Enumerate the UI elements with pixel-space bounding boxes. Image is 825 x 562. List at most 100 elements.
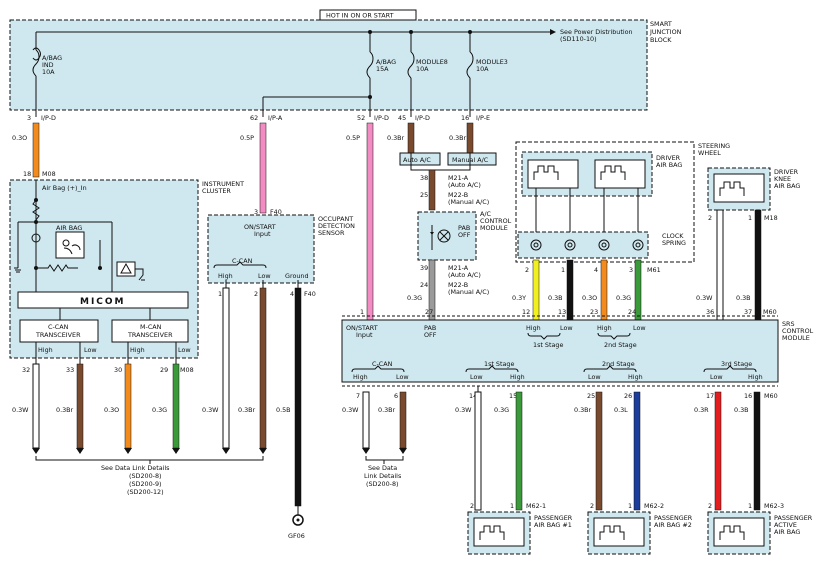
svg-text:Input: Input bbox=[356, 331, 373, 339]
svg-text:A/BAG: A/BAG bbox=[376, 58, 396, 66]
svg-text:Low: Low bbox=[84, 346, 97, 354]
svg-text:DRIVER: DRIVER bbox=[774, 168, 799, 176]
svg-text:MODULE: MODULE bbox=[782, 334, 810, 342]
wire-label: 0.3O bbox=[12, 134, 27, 142]
svg-text:16: 16 bbox=[744, 392, 752, 400]
svg-text:STEERING: STEERING bbox=[698, 142, 730, 150]
svg-text:27: 27 bbox=[425, 308, 433, 316]
svg-text:C-CAN: C-CAN bbox=[48, 323, 69, 331]
svg-text:0.3W: 0.3W bbox=[455, 406, 472, 414]
svg-text:0.3Br: 0.3Br bbox=[574, 406, 592, 414]
svg-text:CONTROL: CONTROL bbox=[480, 217, 512, 225]
wire-orange-cs bbox=[600, 259, 608, 321]
svg-text:C-CAN: C-CAN bbox=[232, 257, 253, 265]
svg-text:39: 39 bbox=[420, 264, 428, 272]
svg-text:(Auto A/C): (Auto A/C) bbox=[448, 271, 481, 279]
svg-text:13: 13 bbox=[558, 308, 566, 316]
svg-text:1st Stage: 1st Stage bbox=[484, 360, 514, 368]
svg-text:Air Bag (+)_In: Air Bag (+)_In bbox=[42, 184, 87, 192]
wire-white-ic bbox=[32, 363, 40, 449]
svg-text:MODULE8: MODULE8 bbox=[416, 58, 448, 66]
wire-blue-stage2 bbox=[633, 391, 641, 511]
svg-text:62: 62 bbox=[250, 114, 258, 122]
wire-yellow bbox=[532, 259, 540, 321]
svg-text:PAB: PAB bbox=[458, 224, 470, 232]
svg-text:(SD200-12): (SD200-12) bbox=[127, 488, 164, 496]
svg-text:CLUSTER: CLUSTER bbox=[202, 187, 231, 195]
ground-symbol-icon bbox=[292, 506, 304, 526]
wire-orange-ic-bottom bbox=[124, 363, 132, 449]
ic-internal-circuit bbox=[14, 180, 113, 292]
wire-red-stage3 bbox=[714, 391, 722, 511]
svg-text:0.3G: 0.3G bbox=[152, 406, 167, 414]
svg-text:0.3Br: 0.3Br bbox=[56, 406, 74, 414]
wire-pink-ods bbox=[259, 122, 267, 214]
svg-text:Low: Low bbox=[560, 324, 573, 332]
squib-icon bbox=[479, 525, 505, 540]
svg-text:SPRING: SPRING bbox=[662, 239, 686, 247]
wire-black-knee bbox=[754, 209, 762, 321]
airbag-lamp-label: AIR BAG bbox=[56, 224, 82, 232]
svg-text:32: 32 bbox=[22, 366, 30, 374]
triangle-icon bbox=[120, 262, 132, 274]
svg-text:M62-1: M62-1 bbox=[526, 502, 546, 510]
svg-text:High: High bbox=[38, 346, 53, 354]
wire-brown-ac-in bbox=[428, 169, 436, 211]
svg-text:0.3B: 0.3B bbox=[734, 406, 749, 414]
svg-text:Low: Low bbox=[710, 373, 723, 381]
bus-arrow bbox=[550, 29, 556, 35]
svg-text:3: 3 bbox=[27, 114, 31, 122]
svg-text:MODULE3: MODULE3 bbox=[476, 58, 508, 66]
svg-text:PASSENGER: PASSENGER bbox=[774, 514, 813, 522]
svg-text:2nd Stage: 2nd Stage bbox=[604, 341, 637, 349]
svg-text:AIR BAG: AIR BAG bbox=[774, 528, 800, 536]
fuse-abag-ind: A/BAG IND 10A bbox=[32, 32, 62, 117]
svg-text:Input: Input bbox=[254, 230, 271, 238]
svg-text:F40: F40 bbox=[304, 290, 316, 298]
top-pin-labels: 3 I/P-D 62 I/P-A 52 I/P-D 45 I/P-D 16 I/… bbox=[27, 114, 490, 122]
svg-text:2nd Stage: 2nd Stage bbox=[602, 360, 635, 368]
svg-text:C-CAN: C-CAN bbox=[372, 360, 393, 368]
svg-text:M60: M60 bbox=[764, 392, 778, 400]
svg-text:High: High bbox=[353, 373, 368, 381]
wire-brown-ic bbox=[76, 363, 84, 449]
svg-text:7: 7 bbox=[356, 392, 360, 400]
svg-text:Low: Low bbox=[396, 373, 409, 381]
svg-text:High: High bbox=[597, 324, 612, 332]
auto-ac-label: Auto A/C bbox=[403, 156, 431, 164]
svg-text:1: 1 bbox=[561, 266, 565, 274]
svg-text:38: 38 bbox=[420, 174, 428, 182]
airbag-lamp bbox=[55, 231, 85, 259]
wire-label: 0.5P bbox=[346, 134, 360, 142]
svg-text:45: 45 bbox=[398, 114, 406, 122]
svg-text:23: 23 bbox=[590, 308, 598, 316]
smart-junction-block bbox=[9, 19, 648, 111]
srs-control-module bbox=[341, 319, 779, 383]
svg-text:25: 25 bbox=[420, 191, 428, 199]
wire-orange-ic bbox=[32, 122, 40, 178]
svg-text:High: High bbox=[510, 373, 525, 381]
svg-text:PASSENGER: PASSENGER bbox=[534, 514, 573, 522]
svg-text:M62-3: M62-3 bbox=[764, 502, 784, 510]
svg-text:M22-B: M22-B bbox=[448, 281, 468, 289]
airbag-warning-icon bbox=[62, 239, 81, 255]
svg-text:I/P-D: I/P-D bbox=[41, 114, 56, 122]
svg-text:(Manual A/C): (Manual A/C) bbox=[448, 288, 489, 296]
svg-text:TRANSCEIVER: TRANSCEIVER bbox=[35, 331, 81, 339]
wire-black-ground bbox=[294, 287, 302, 507]
svg-text:17: 17 bbox=[706, 392, 714, 400]
svg-text:Low: Low bbox=[470, 373, 483, 381]
clock-spring-coil-icon bbox=[530, 239, 644, 251]
svg-text:High: High bbox=[526, 324, 541, 332]
svg-text:M-CAN: M-CAN bbox=[140, 323, 162, 331]
svg-text:High: High bbox=[218, 272, 233, 280]
svg-text:I/P-D: I/P-D bbox=[374, 114, 389, 122]
wire-black-stage3 bbox=[753, 391, 761, 511]
svg-text:0.3L: 0.3L bbox=[614, 406, 628, 414]
svg-text:ACTIVE: ACTIVE bbox=[774, 521, 797, 529]
ac-control-module bbox=[417, 211, 477, 261]
svg-text:ON/START: ON/START bbox=[244, 223, 276, 231]
wire-green-stage1 bbox=[515, 391, 523, 511]
svg-text:33: 33 bbox=[66, 366, 74, 374]
